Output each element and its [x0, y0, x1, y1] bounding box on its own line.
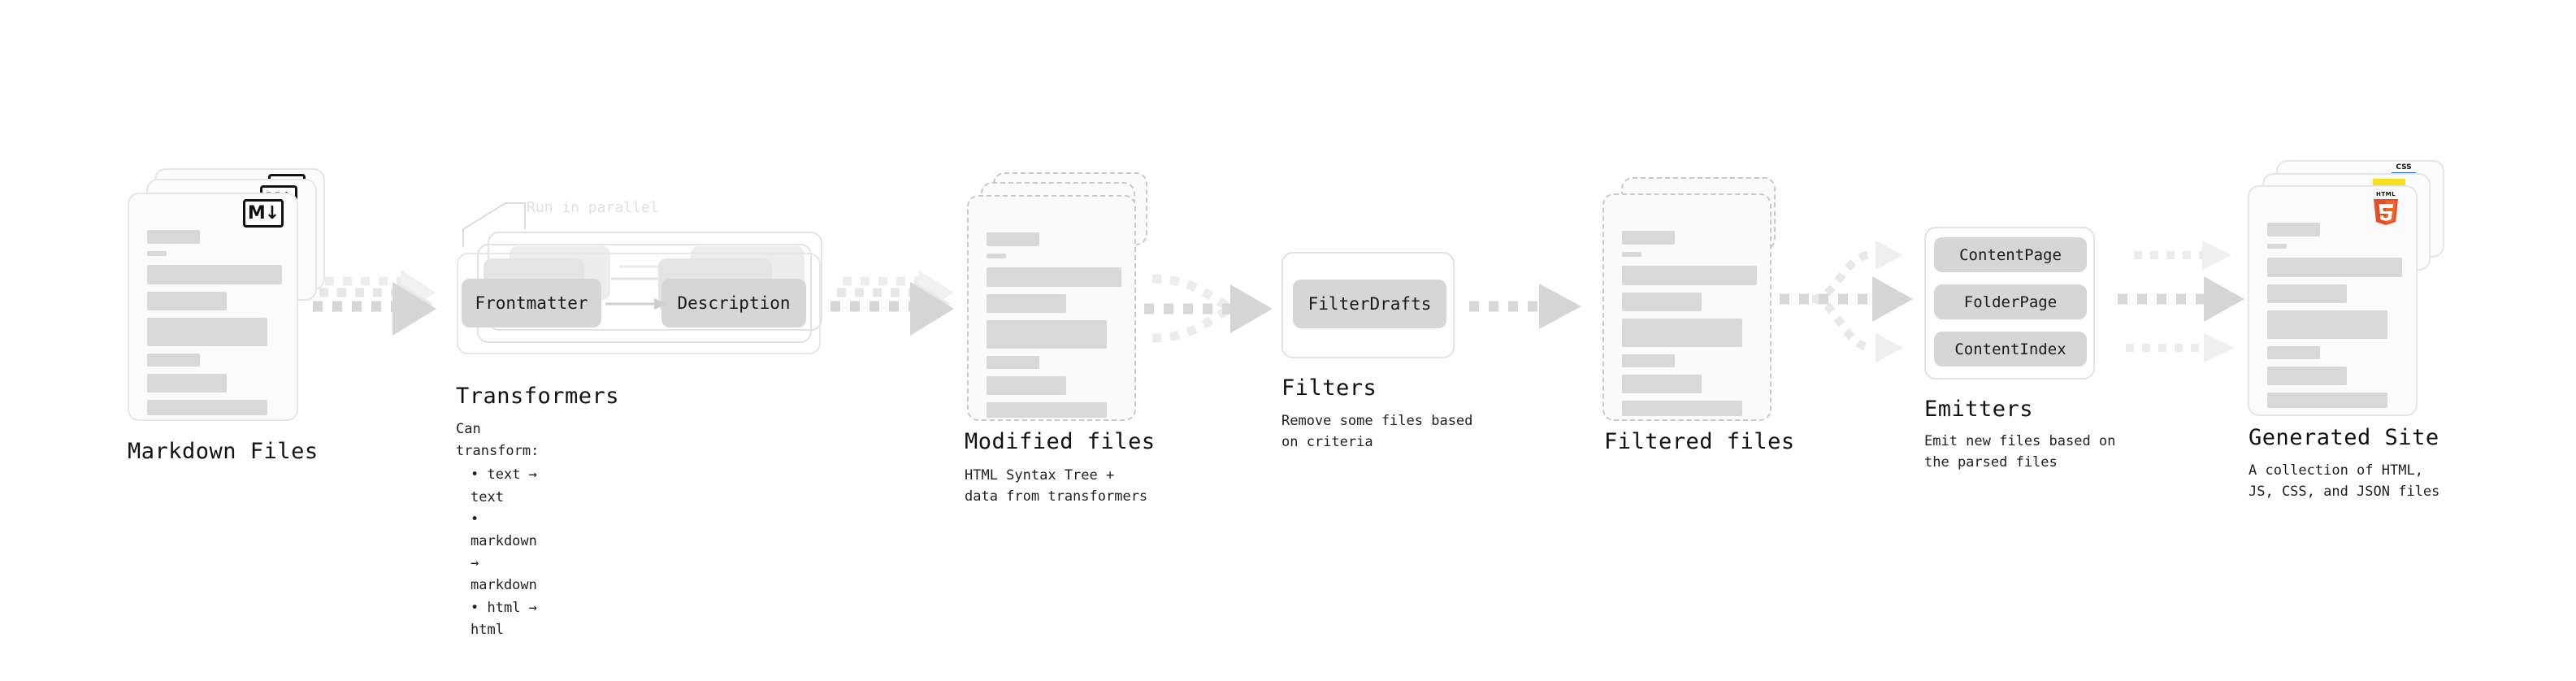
emitters-panel [1924, 227, 2095, 380]
placeholder-bar [987, 294, 1066, 313]
arrow-merge-dashed [1144, 274, 1273, 343]
transformer-chip-label: Frontmatter [475, 293, 588, 313]
stage-title-markdown-files: Markdown Files [128, 439, 319, 464]
stage-title-filters: Filters [1281, 375, 1377, 401]
placeholder-bar [2267, 244, 2287, 249]
transformers-bullet-item: html → html [471, 597, 539, 641]
transformers-bullets: Can transform: text → text markdown → ma… [456, 419, 539, 641]
emitter-chip-folderpage[interactable]: FolderPage [1934, 284, 2087, 319]
placeholder-bar [2267, 367, 2347, 385]
placeholder-bar [987, 376, 1066, 395]
placeholder-bar [987, 267, 1121, 287]
filters-panel [1281, 252, 1455, 358]
stage-subtitle-generated-site: A collection of HTML, JS, CSS, and JSON … [2249, 462, 2440, 501]
filter-chip-label: FilterDrafts [1308, 294, 1432, 314]
stage-title-generated-site: Generated Site [2249, 425, 2439, 450]
stage-subtitle-emitters: Emit new files based on the parsed files [1924, 433, 2116, 471]
arrow-triple-dashed [2118, 241, 2244, 362]
markdown-card-front [128, 193, 298, 421]
stage-subtitle-filters: Remove some files based on criteria [1281, 413, 1473, 451]
transformer-arrow-front [605, 298, 667, 310]
transformer-chip-frontmatter[interactable]: Frontmatter [462, 279, 601, 327]
placeholder-bar [1622, 354, 1675, 367]
markdown-icon: M↓ [243, 199, 284, 228]
placeholder-bar [1622, 266, 1757, 285]
emitter-chip-contentindex[interactable]: ContentIndex [1934, 332, 2087, 367]
parallel-leader-line [462, 202, 526, 247]
placeholder-bar [147, 318, 267, 346]
placeholder-bar [1622, 252, 1641, 257]
connector-transformers-to-modified [830, 268, 985, 349]
filtered-card-rows [1622, 231, 1757, 423]
site-card-front [2248, 185, 2418, 416]
stage-title-emitters: Emitters [1924, 397, 2034, 422]
emitter-chip-label: ContentIndex [1954, 340, 2066, 358]
arrow-stacked-dashed [830, 270, 954, 336]
connector-emitters-to-site [2111, 234, 2274, 368]
connector-filtered-to-emitters [1780, 234, 1942, 368]
emitter-chip-contentpage[interactable]: ContentPage [1934, 237, 2087, 272]
placeholder-bar [1622, 375, 1702, 393]
svg-text:HTML: HTML [2376, 191, 2396, 197]
markdown-card-rows [147, 230, 282, 423]
placeholder-bar [2267, 310, 2387, 339]
placeholder-bar [987, 402, 1107, 418]
transformer-panel-front [457, 253, 821, 354]
placeholder-bar [1622, 293, 1702, 311]
stage-title-filtered-files: Filtered files [1604, 429, 1795, 454]
site-card-rows [2267, 223, 2402, 415]
placeholder-bar [1622, 319, 1742, 347]
filter-chip-filterdrafts[interactable]: FilterDrafts [1293, 280, 1446, 328]
connector-filters-to-filtered [1469, 280, 1599, 337]
placeholder-bar [147, 374, 227, 393]
emitter-chip-label: ContentPage [1959, 245, 2062, 264]
placeholder-bar [147, 292, 227, 310]
placeholder-bar [2267, 393, 2387, 408]
stage-subtitle-modified-files: HTML Syntax Tree + data from transformer… [965, 467, 1148, 505]
modified-card-rows [987, 232, 1121, 425]
arrow-split-dashed [1780, 241, 1913, 362]
placeholder-bar [2267, 284, 2347, 303]
connector-md-to-transformers [313, 268, 467, 349]
transformers-bullet-item: text → text [471, 464, 539, 508]
arrow-stacked-dashed [313, 270, 436, 336]
placeholder-bar [987, 356, 1039, 369]
placeholder-bar [1622, 231, 1675, 245]
placeholder-bar [147, 400, 267, 415]
placeholder-bar [2267, 223, 2320, 236]
placeholder-bar [147, 251, 167, 256]
filtered-card-front [1602, 193, 1772, 421]
stage-title-modified-files: Modified files [965, 429, 1156, 454]
placeholder-bar [2267, 258, 2402, 277]
placeholder-bar [2267, 346, 2320, 359]
transformer-chip-label: Description [677, 293, 791, 313]
placeholder-bar [147, 265, 282, 284]
transformers-bullets-header: Can transform: [456, 421, 540, 460]
arrow-dashed [1469, 284, 1581, 329]
connector-modified-to-filters [1134, 258, 1297, 356]
transformers-bullet-item: markdown → markdown [471, 509, 539, 597]
html5-icon: HTML [2371, 189, 2400, 225]
placeholder-bar [147, 354, 200, 367]
css-icon-label: CSS [2396, 163, 2412, 171]
modified-card-front [967, 195, 1136, 421]
placeholder-bar [987, 254, 1006, 258]
run-in-parallel-hint: Run in parallel [527, 199, 659, 216]
emitter-chip-label: FolderPage [1963, 293, 2058, 311]
stage-title-transformers: Transformers [456, 384, 620, 409]
placeholder-bar [1622, 401, 1742, 416]
placeholder-bar [987, 320, 1107, 349]
placeholder-bar [147, 230, 200, 244]
transformer-chip-description[interactable]: Description [661, 279, 806, 327]
placeholder-bar [987, 232, 1039, 246]
